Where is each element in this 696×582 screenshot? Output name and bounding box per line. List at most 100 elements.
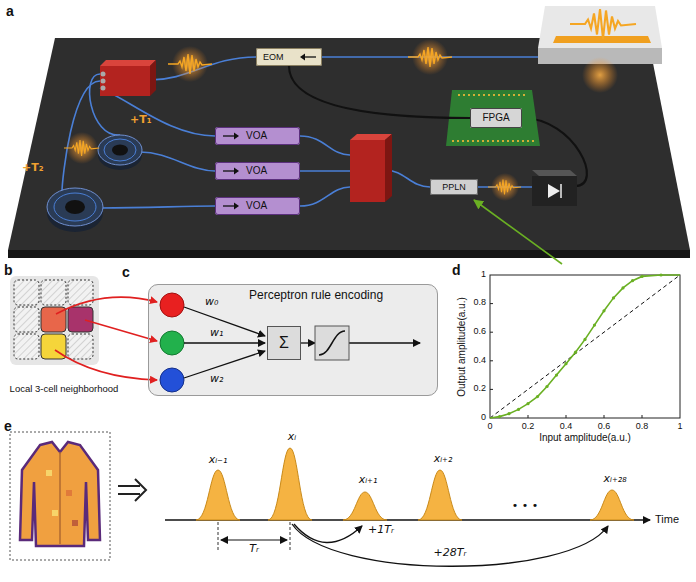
diode-symbol: [548, 184, 560, 198]
circle-shape: [583, 338, 586, 341]
fiber: [100, 206, 215, 208]
eom-box: EOM: [256, 48, 322, 66]
splitter-front: [100, 66, 150, 96]
pulse: [408, 47, 452, 67]
laser-pulse: [570, 9, 636, 39]
tick-label: 0: [481, 412, 486, 422]
axis-title: Output amplitude(a.u.): [456, 297, 468, 397]
circle-shape: [640, 275, 643, 278]
delay-label: +T₁: [130, 114, 152, 127]
weight-arrows: [184, 307, 420, 378]
axis-title: Input amplitude(a.u.): [539, 432, 631, 444]
spool-ring: [104, 139, 136, 161]
weight-label: w₀: [205, 296, 218, 309]
polyline-shape: [135, 479, 146, 501]
ppln-crystal: PPLN: [430, 179, 478, 195]
line-shape: [349, 342, 420, 343]
spool-coil: [47, 188, 103, 226]
cell-active: [68, 307, 93, 332]
implies-arrow: [118, 479, 146, 501]
fpga-chip: FPGA: [470, 108, 522, 128]
period-marker: [218, 522, 219, 552]
input-image: [10, 432, 110, 560]
input-neuron: [160, 293, 184, 317]
path-shape: [85, 320, 157, 341]
path-shape: [590, 490, 634, 520]
path-shape: [56, 297, 157, 314]
sum-box: Σ: [267, 326, 301, 360]
identity-line: [490, 275, 680, 418]
tick-label: 0: [487, 421, 492, 431]
direction-arrowhead: [300, 54, 305, 61]
data-points: [498, 273, 663, 418]
pcb-pins: [458, 94, 528, 96]
sum-box-fill: [267, 326, 301, 360]
panel-letter: e: [4, 418, 12, 434]
axis-label: Time: [655, 513, 679, 526]
fiber: [62, 81, 100, 192]
laser-source: [538, 6, 662, 64]
tick-label: 1: [481, 269, 486, 279]
pulse: [488, 180, 521, 195]
direction-arrow: [223, 205, 235, 206]
combiner-front: [350, 140, 385, 202]
fiber-splitter: [100, 60, 156, 96]
perceptron-box: Perceptron rule encodingΣ: [148, 284, 438, 396]
cell: [68, 334, 93, 359]
node-text: EOM: [263, 52, 284, 62]
panel-caption: Local 3-cell neighborhood: [10, 384, 119, 395]
panel-letter: a: [6, 3, 14, 19]
fiber: [300, 136, 350, 155]
perceptron-box-fill: [148, 284, 438, 396]
ppln-crystal-fill: [430, 179, 478, 195]
circle-shape: [555, 374, 558, 377]
tick-label: 0.6: [473, 326, 486, 336]
spool-hub: [65, 200, 85, 214]
direction-arrowhead: [234, 203, 239, 210]
port: [101, 72, 106, 77]
period-marker: [290, 522, 291, 552]
pulse-label: xᵢ₊₁: [359, 474, 378, 487]
pixel: [66, 490, 72, 496]
input-neuron: [160, 368, 184, 392]
path-shape: [268, 448, 312, 520]
photodetector: [532, 170, 577, 206]
neighbor-arrows: [55, 297, 157, 380]
eom-box-fill: [256, 48, 322, 66]
delay-spool: [47, 188, 103, 232]
delay-label: +T₂: [22, 162, 44, 175]
node-text: PPLN: [442, 182, 466, 192]
node-text: Perceptron rule encoding: [249, 289, 383, 303]
image-frame: [10, 432, 110, 560]
fiber-combiner: [350, 134, 392, 202]
detector-top: [532, 170, 577, 176]
circle-shape: [659, 273, 662, 276]
path-shape: [418, 470, 462, 520]
jacket: [20, 442, 100, 546]
spool-coil: [98, 135, 142, 165]
splitter-top: [100, 60, 156, 66]
ellipsis: • • •: [512, 500, 538, 513]
pixel: [72, 520, 78, 526]
line-shape: [184, 342, 265, 343]
circle-shape: [621, 286, 624, 289]
line-shape: [118, 485, 140, 487]
panel-letter: d: [452, 262, 461, 278]
fiber: [140, 152, 215, 171]
transfer-curve: [490, 275, 680, 418]
pulse-label: xᵢ₊₂: [434, 453, 453, 466]
pulse: [168, 54, 212, 74]
voa-box: VOA: [215, 162, 300, 180]
delay-arc: [294, 524, 362, 543]
voa-box: VOA: [215, 197, 300, 215]
spool-hub: [112, 145, 128, 156]
cell: [14, 307, 39, 332]
direction-arrowhead: [234, 133, 239, 140]
node-text: FPGA: [482, 112, 509, 124]
tick-label: 0.4: [473, 355, 486, 365]
voa-box: VOA: [215, 127, 300, 145]
optical-table: [8, 38, 690, 258]
circle-shape: [498, 415, 501, 418]
transfer-chart: [490, 273, 680, 418]
